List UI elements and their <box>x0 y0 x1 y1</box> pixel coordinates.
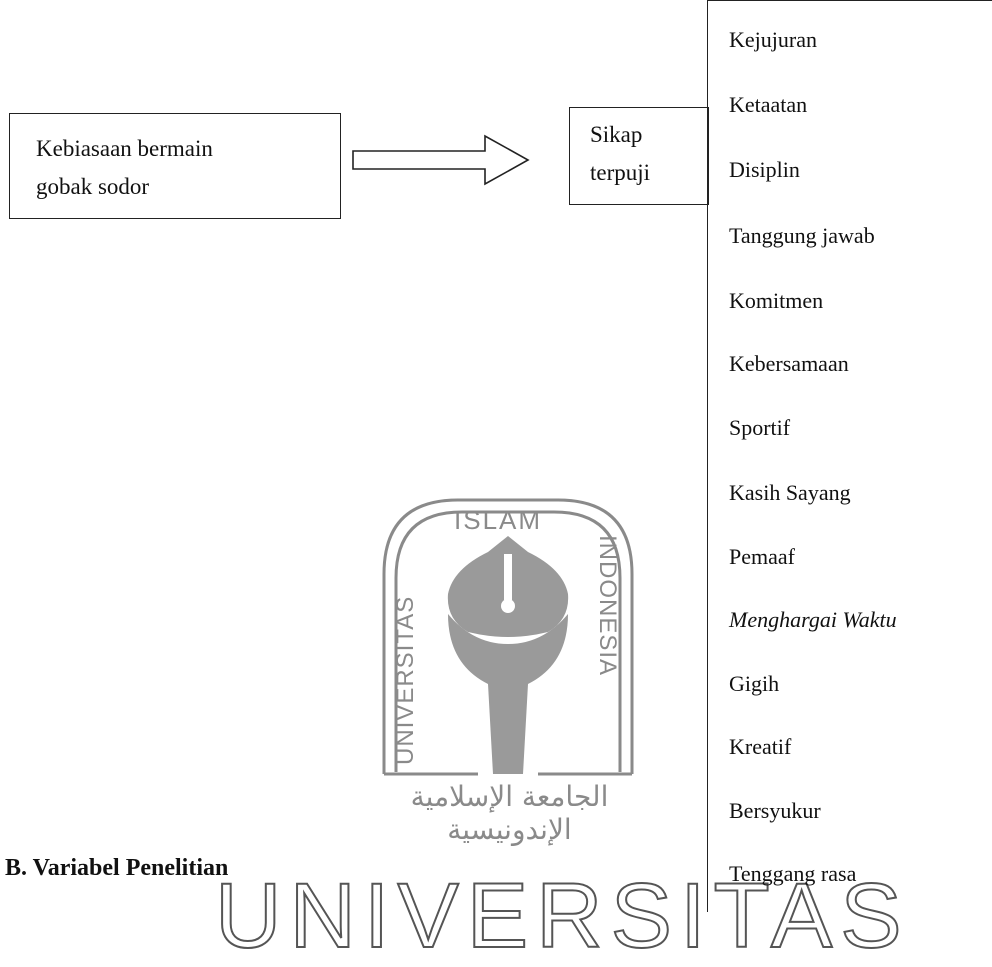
target-box: Sikap terpuji <box>569 107 709 205</box>
attitude-item: Pemaaf <box>729 544 795 569</box>
university-logo-watermark <box>382 498 634 776</box>
attitude-item: Kejujuran <box>729 27 817 52</box>
watermark-left-text: UNIVERSITAS <box>392 595 419 765</box>
right-arrow-icon <box>352 134 530 186</box>
target-box-line-2: terpuji <box>590 160 651 185</box>
attitude-item: Kasih Sayang <box>729 480 851 505</box>
watermark-arabic-text: الجامعة الإسلامية الإندونيسية <box>410 780 609 846</box>
watermark-right-text: INDONESIA <box>594 535 621 677</box>
attitude-item: Bersyukur <box>729 798 821 823</box>
attitude-item: Ketaatan <box>729 92 808 117</box>
attitude-item: Komitmen <box>729 288 824 313</box>
target-box-line-1: Sikap <box>590 122 643 147</box>
attitude-item: Disiplin <box>729 157 800 182</box>
watermark-top-text: ISLAM <box>454 505 543 535</box>
attitude-item: Gigih <box>729 671 780 696</box>
attitude-item: Menghargai Waktu <box>729 607 897 632</box>
source-box-line-2: gobak sodor <box>36 174 150 199</box>
attitude-item: Tanggung jawab <box>729 223 875 248</box>
attitude-item: Sportif <box>729 415 791 440</box>
section-heading: B. Variabel Penelitian <box>5 855 229 881</box>
attitude-item: Kebersamaan <box>729 351 849 376</box>
attitude-item: Tenggang rasa <box>729 861 857 886</box>
source-box-line-1: Kebiasaan bermain <box>36 136 213 161</box>
attitude-list: Kejujuran Ketaatan Disiplin Tanggung jaw… <box>707 0 992 912</box>
source-box: Kebiasaan bermain gobak sodor <box>9 113 341 219</box>
attitude-item: Kreatif <box>729 734 792 759</box>
